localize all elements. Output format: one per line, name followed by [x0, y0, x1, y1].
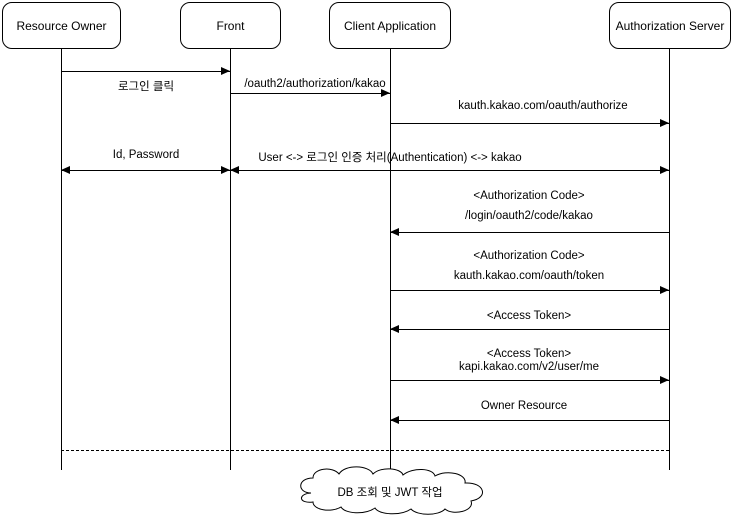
actor-box-client-application[interactable]: Client Application — [329, 2, 451, 49]
lifeline-client-application — [390, 49, 391, 450]
actor-box-authorization-server[interactable]: Authorization Server — [609, 2, 731, 49]
lifeline-resource-owner-tail — [61, 450, 62, 470]
message-line — [61, 71, 230, 72]
arrow-head-right — [221, 166, 230, 174]
arrow-head-left — [61, 166, 70, 174]
arrow-head-left — [230, 166, 239, 174]
message-line — [230, 93, 390, 94]
arrow-head-right — [221, 67, 230, 75]
message-label: kauth.kakao.com/oauth/token — [453, 270, 605, 282]
arrow-head-left — [390, 228, 399, 236]
message-line — [230, 170, 669, 171]
cloud-shape-icon — [300, 466, 483, 515]
lifeline-front-tail — [230, 450, 231, 470]
message-line — [390, 123, 669, 124]
message-line — [390, 232, 669, 233]
message-label: User <-> 로그인 인증 처리(Authentication) <-> k… — [258, 152, 522, 164]
message-label: <Access Token> — [486, 310, 572, 322]
arrow-head-right — [660, 119, 669, 127]
message-label: kapi.kakao.com/v2/user/me — [459, 361, 599, 373]
actor-label: Resource Owner — [16, 18, 107, 33]
arrow-head-left — [390, 325, 399, 333]
lifeline-front — [230, 49, 231, 450]
message-line — [390, 329, 669, 330]
message-label: <Access Token> — [486, 348, 572, 360]
message-label: Owner Resource — [480, 400, 568, 412]
lifeline-client-application-tail — [390, 450, 391, 470]
message-label: kauth.kakao.com/oauth/authorize — [458, 100, 628, 112]
actor-label: Authorization Server — [615, 18, 725, 33]
phase-divider — [61, 450, 669, 451]
actor-label: Client Application — [343, 18, 437, 33]
cloud-note-label: DB 조회 및 JWT 작업 — [337, 487, 443, 499]
message-line — [390, 290, 669, 291]
lifeline-resource-owner — [61, 49, 62, 450]
message-label: 로그인 클릭 — [117, 81, 175, 93]
message-label: <Authorization Code> — [473, 250, 585, 262]
message-label: Id, Password — [112, 149, 180, 161]
actor-box-resource-owner[interactable]: Resource Owner — [2, 2, 121, 49]
arrow-head-right — [660, 286, 669, 294]
arrow-head-right — [660, 376, 669, 384]
lifeline-authorization-server — [669, 49, 670, 450]
message-line — [61, 170, 230, 171]
actor-label: Front — [216, 18, 245, 33]
message-label: /login/oauth2/code/kakao — [465, 210, 593, 222]
lifeline-authorization-server-tail — [669, 450, 670, 470]
arrow-head-right — [660, 166, 669, 174]
actor-box-front[interactable]: Front — [180, 2, 281, 49]
message-line — [390, 380, 669, 381]
cloud-note[interactable]: DB 조회 및 JWT 작업 — [289, 466, 491, 515]
arrow-head-left — [390, 416, 399, 424]
arrow-head-right — [381, 89, 390, 97]
message-line — [390, 420, 669, 421]
message-label: <Authorization Code> — [473, 190, 585, 202]
message-label: /oauth2/authorization/kakao — [244, 78, 386, 90]
